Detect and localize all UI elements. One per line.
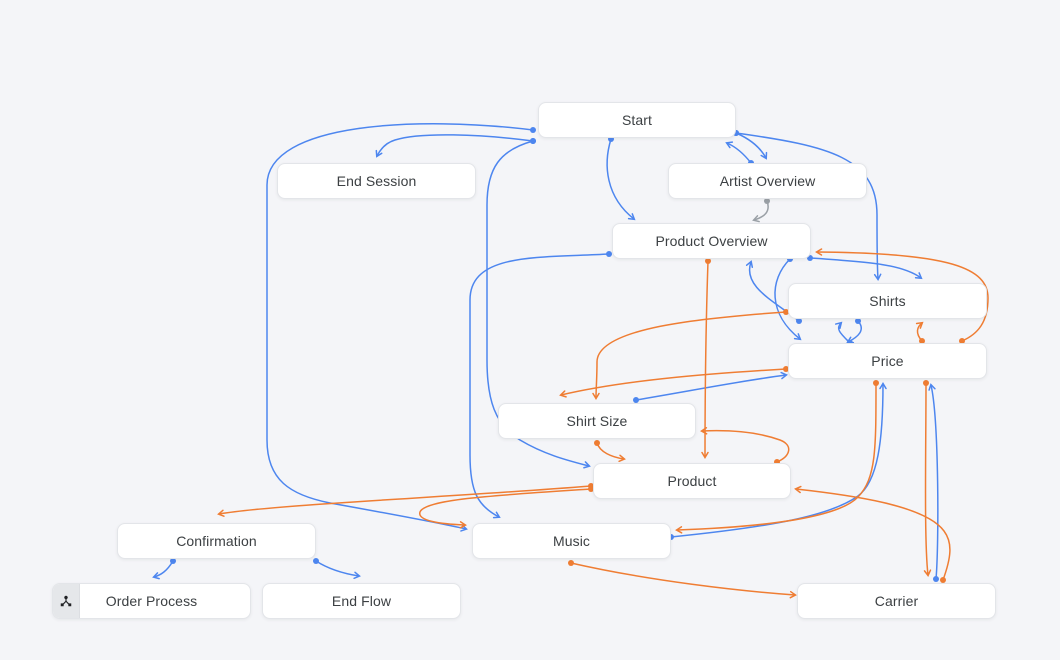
edge-price-music[interactable] [675, 382, 877, 534]
node-artist_overview[interactable]: Artist Overview [668, 163, 867, 199]
edge-product_overview-music[interactable] [469, 253, 610, 519]
edge-shirts-shirt_size[interactable] [592, 311, 787, 400]
edge-source-dot [855, 318, 861, 324]
edge-start-shirts[interactable] [735, 132, 882, 281]
edge-start-artist_overview[interactable] [735, 132, 768, 160]
edge-price-shirt_size[interactable] [559, 368, 787, 398]
edge-product-music[interactable] [419, 488, 592, 529]
node-product[interactable]: Product [593, 463, 791, 499]
edge-product-shirt_size[interactable] [700, 427, 790, 463]
node-label: Product [667, 473, 717, 489]
edge-carrier-product[interactable] [794, 485, 951, 581]
edge-shirt_size-price[interactable] [635, 371, 788, 401]
node-product_overview[interactable]: Product Overview [612, 223, 811, 259]
edge-source-dot [783, 366, 789, 372]
edge-shirts-price[interactable] [846, 320, 862, 344]
node-label: Confirmation [176, 533, 257, 549]
node-label: Carrier [874, 593, 919, 609]
edge-source-dot [568, 560, 574, 566]
edge-price-carrier[interactable] [923, 382, 932, 577]
node-label: Start [621, 112, 653, 128]
node-order_process[interactable]: Order Process [52, 583, 251, 619]
edge-source-dot [919, 338, 925, 344]
edge-source-dot [530, 127, 536, 133]
edge-product_overview-price[interactable] [774, 258, 802, 341]
edge-source-dot [594, 440, 600, 446]
edge-artist_overview-product_overview[interactable] [752, 200, 769, 223]
edge-source-dot [959, 338, 965, 344]
edge-confirmation-end_flow[interactable] [315, 560, 361, 580]
edge-product-confirmation[interactable] [217, 485, 592, 517]
node-shirts[interactable]: Shirts [788, 283, 987, 319]
edge-source-dot [170, 558, 176, 564]
node-end_flow[interactable]: End Flow [262, 583, 461, 619]
edge-source-dot [933, 576, 939, 582]
edge-source-dot [588, 486, 594, 492]
node-label: Product Overview [655, 233, 768, 249]
node-label: End Flow [331, 593, 392, 609]
edge-start-end_session[interactable] [375, 134, 534, 158]
node-label: Shirts [869, 293, 906, 309]
node-confirmation[interactable]: Confirmation [117, 523, 316, 559]
node-label: End Session [336, 173, 417, 189]
node-label: Music [552, 533, 591, 549]
edge-carrier-price[interactable] [928, 383, 939, 580]
edge-start-product[interactable] [486, 140, 591, 469]
flow-hub-icon [53, 584, 80, 618]
edge-source-dot [873, 380, 879, 386]
node-shirt_size[interactable]: Shirt Size [498, 403, 696, 439]
edge-confirmation-order_process[interactable] [152, 560, 174, 580]
node-carrier[interactable]: Carrier [797, 583, 996, 619]
edge-price-shirts[interactable] [834, 321, 851, 344]
edge-source-dot [633, 397, 639, 403]
edge-source-dot [764, 198, 770, 204]
edge-shirt_size-product[interactable] [596, 442, 626, 463]
node-label: Order Process [105, 593, 198, 609]
edge-start-music[interactable] [266, 123, 534, 532]
edge-source-dot [940, 577, 946, 583]
edge-music-carrier[interactable] [570, 562, 797, 599]
node-start[interactable]: Start [538, 102, 736, 138]
edge-source-dot [923, 380, 929, 386]
edge-source-dot [530, 138, 536, 144]
node-label: Artist Overview [719, 173, 816, 189]
edge-product_overview-shirts[interactable] [809, 257, 923, 280]
node-music[interactable]: Music [472, 523, 671, 559]
edge-source-dot [606, 251, 612, 257]
node-label: Price [871, 353, 904, 369]
node-price[interactable]: Price [788, 343, 987, 379]
node-label: Shirt Size [566, 413, 628, 429]
edge-artist_overview-start[interactable] [725, 141, 752, 164]
edge-source-dot [783, 309, 789, 315]
edge-start-product_overview[interactable] [606, 138, 636, 221]
edge-product_overview-product[interactable] [701, 260, 709, 459]
edge-source-dot [705, 258, 711, 264]
edge-source-dot [796, 318, 802, 324]
node-end_session[interactable]: End Session [277, 163, 476, 199]
edge-source-dot [313, 558, 319, 564]
